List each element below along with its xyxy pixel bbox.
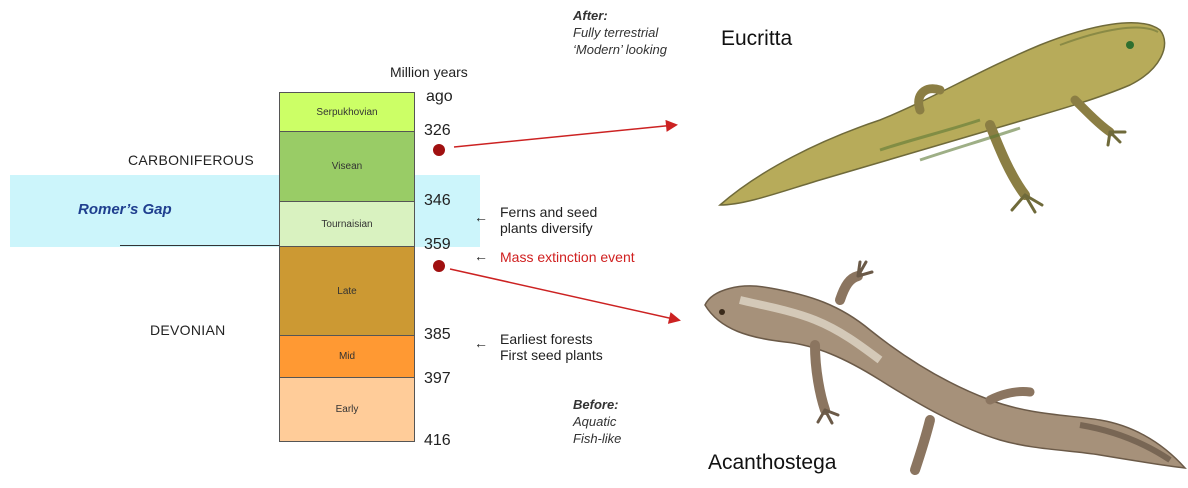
acanthostega-pointer-arrow [450, 269, 678, 320]
acanthostega-illustration [705, 262, 1185, 470]
eucritta-illustration [720, 23, 1165, 212]
eucritta-pointer-arrow [454, 125, 675, 147]
